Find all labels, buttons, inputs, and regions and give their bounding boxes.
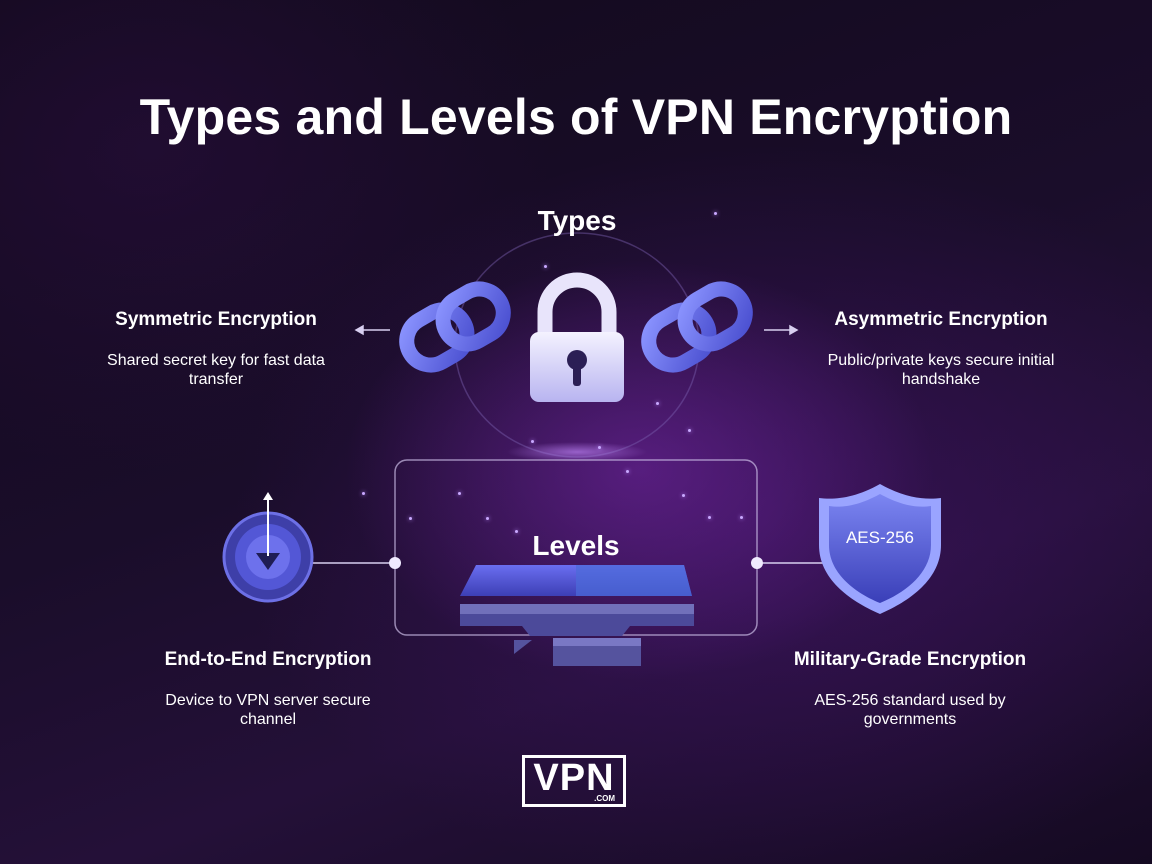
symmetric-description: Shared secret key for fast data transfer <box>107 352 325 388</box>
sparkle <box>598 446 601 449</box>
asymmetric-node: Asymmetric Encryption Public/private key… <box>800 309 1082 389</box>
symmetric-heading: Symmetric Encryption <box>115 309 317 330</box>
chain-link-icon <box>399 281 511 373</box>
sparkle <box>682 494 685 497</box>
military-node: Military-Grade Encryption AES-256 standa… <box>760 649 1060 729</box>
levels-device-graphic <box>460 565 694 666</box>
end-to-end-heading: End-to-End Encryption <box>164 649 372 670</box>
end-to-end-description: Device to VPN server secure channel <box>165 692 371 728</box>
sparkle <box>544 265 547 268</box>
sparkle <box>458 492 461 495</box>
military-description: AES-256 standard used by governments <box>814 692 1006 728</box>
types-label: Types <box>537 205 617 236</box>
sparkle <box>626 470 629 473</box>
vpn-logo: VPN .COM <box>522 755 626 807</box>
logo-main-text: VPN <box>533 757 615 799</box>
left-arrow <box>354 324 390 336</box>
shield-icon <box>819 484 941 614</box>
asymmetric-description: Public/private keys secure initial hands… <box>827 352 1055 388</box>
target-arrow-icon <box>222 492 314 603</box>
levels-label: Levels <box>532 530 620 561</box>
sparkle <box>714 212 717 215</box>
military-heading: Military-Grade Encryption <box>793 649 1027 670</box>
sparkle <box>486 517 489 520</box>
asymmetric-heading: Asymmetric Encryption <box>834 309 1048 330</box>
sparkle <box>656 402 659 405</box>
symmetric-node: Symmetric Encryption Shared secret key f… <box>76 309 356 389</box>
sparkle <box>409 517 412 520</box>
sparkle <box>708 516 711 519</box>
sparkle <box>515 530 518 533</box>
left-connector-dot <box>389 557 401 569</box>
sparkle <box>688 429 691 432</box>
end-to-end-node: End-to-End Encryption Device to VPN serv… <box>118 649 418 729</box>
chain-link-icon <box>641 281 753 373</box>
sparkle <box>740 516 743 519</box>
right-arrow <box>764 324 799 336</box>
sparkle <box>362 492 365 495</box>
shield-badge-text: AES-256 <box>845 528 915 547</box>
logo-sub-text: .COM <box>594 794 615 803</box>
sparkle <box>531 440 534 443</box>
page-title: Types and Levels of VPN Encryption <box>139 89 1013 145</box>
right-connector-dot <box>751 557 763 569</box>
padlock-icon <box>530 272 624 402</box>
